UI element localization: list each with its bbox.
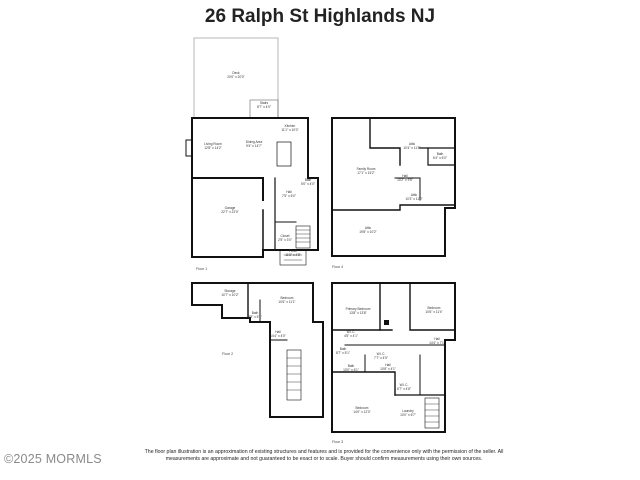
- room-label: Hall: [385, 363, 391, 367]
- room-dims: 8'8" x 5'1": [248, 315, 262, 319]
- room-label: Stairs: [260, 101, 269, 105]
- room-label: Deck: [232, 71, 240, 75]
- room-dims: 6'4" x 6'0": [433, 156, 447, 160]
- floor-label: Floor 2: [222, 352, 233, 356]
- room-label: Bedroom: [356, 406, 369, 410]
- room-label: Bath: [437, 152, 444, 156]
- room-dims: 7'7" x 4'5": [374, 356, 388, 360]
- room-dims: 20'0" x 20'0": [227, 75, 244, 79]
- room-label: Bedroom: [428, 306, 441, 310]
- room-dims: 6'7" x 4'8": [397, 387, 411, 391]
- room-dims: 10'3" x 11'0": [405, 197, 422, 201]
- room-dims: 9'4" x 14'7": [246, 144, 262, 148]
- room-label: Dining Area: [246, 140, 263, 144]
- floor-plan-2: [191, 282, 324, 418]
- room-dims: 8'7" x 5'1": [336, 351, 350, 355]
- room-label: Storage: [224, 289, 235, 293]
- room-dims: 22'7" x 22'0": [221, 210, 238, 214]
- room-dims: 14'4" x 4'0": [270, 334, 286, 338]
- floor-plan-3: [331, 282, 456, 433]
- room-dims: 19'8" x 10'2": [359, 230, 376, 234]
- room-dims: 8'7" x 4'0": [257, 105, 271, 109]
- room-dims: 10'6" x 11'1": [278, 300, 295, 304]
- room-label: Bath: [348, 364, 355, 368]
- room-dims: 14'4" x 7'1": [429, 341, 445, 345]
- mls-watermark: ©2025 MORMLS: [4, 452, 102, 466]
- room-dims: 2'5" x 3'0": [278, 238, 292, 242]
- floor-label: Floor 4: [332, 265, 343, 269]
- room-dims: 13'8" x 13'8": [349, 311, 366, 315]
- room-label: Attic: [409, 142, 416, 146]
- room-dims: 5'0" x 4'0": [301, 182, 315, 186]
- floor-label: Floor 1: [196, 267, 207, 271]
- room-dims: 17'1" x 15'2": [357, 171, 374, 175]
- floor-label: Floor 3: [332, 440, 343, 444]
- disclaimer-text: The floor plan illustration is an approx…: [144, 449, 504, 462]
- room-label: Hall: [402, 174, 408, 178]
- room-label: Bath: [252, 311, 259, 315]
- room-label: W.I.C.: [400, 383, 409, 387]
- room-label: Garage: [225, 206, 236, 210]
- room-dims: 10'0" x 6'1": [343, 368, 359, 372]
- room-dims: 10'2" x 9'5": [397, 178, 413, 182]
- room-dims: 10'7" x 10'2": [221, 293, 238, 297]
- room-label: Attic: [365, 226, 372, 230]
- floor-plan-1: [185, 37, 319, 266]
- room-dims: 10'8" x 4'1": [380, 367, 396, 371]
- room-label: Primary Bedroom: [346, 307, 371, 311]
- page-title: 26 Ralph St Highlands NJ: [204, 6, 436, 27]
- room-label: Bedroom: [281, 296, 294, 300]
- room-label: Living Room: [204, 142, 222, 146]
- room-label: W.I.C.: [377, 352, 386, 356]
- room-dims: 12'8" x 14'2": [204, 146, 221, 150]
- room-dims: 7'5" x 6'0": [282, 194, 296, 198]
- floor-plan-4: [331, 117, 456, 257]
- room-dims: 10'0" x 6'7": [400, 413, 416, 417]
- room-label: Bath: [305, 178, 312, 182]
- room-label: W.I.C.: [347, 330, 356, 334]
- room-label: Attic: [411, 193, 418, 197]
- room-label: Laundry: [402, 409, 414, 413]
- room-label: Hall: [286, 190, 292, 194]
- room-label: Kitchen: [285, 124, 296, 128]
- room-label: Closet: [280, 234, 289, 238]
- room-dims: 11'8" x 4'8": [285, 253, 300, 257]
- room-label: Bath: [340, 347, 347, 351]
- room-dims: 14'0" x 12'0": [353, 410, 370, 414]
- room-dims: 10'4" x 11'8": [403, 146, 420, 150]
- room-dims: 11'1" x 10'0": [281, 128, 298, 132]
- room-label: Porch: [289, 249, 298, 253]
- room-label: Family Room: [357, 167, 376, 171]
- room-label: Hall: [434, 337, 440, 341]
- room-label: Hall: [275, 330, 281, 334]
- room-dims: 4'5" x 4'1": [344, 334, 358, 338]
- room-dims: 10'6" x 11'4": [425, 310, 442, 314]
